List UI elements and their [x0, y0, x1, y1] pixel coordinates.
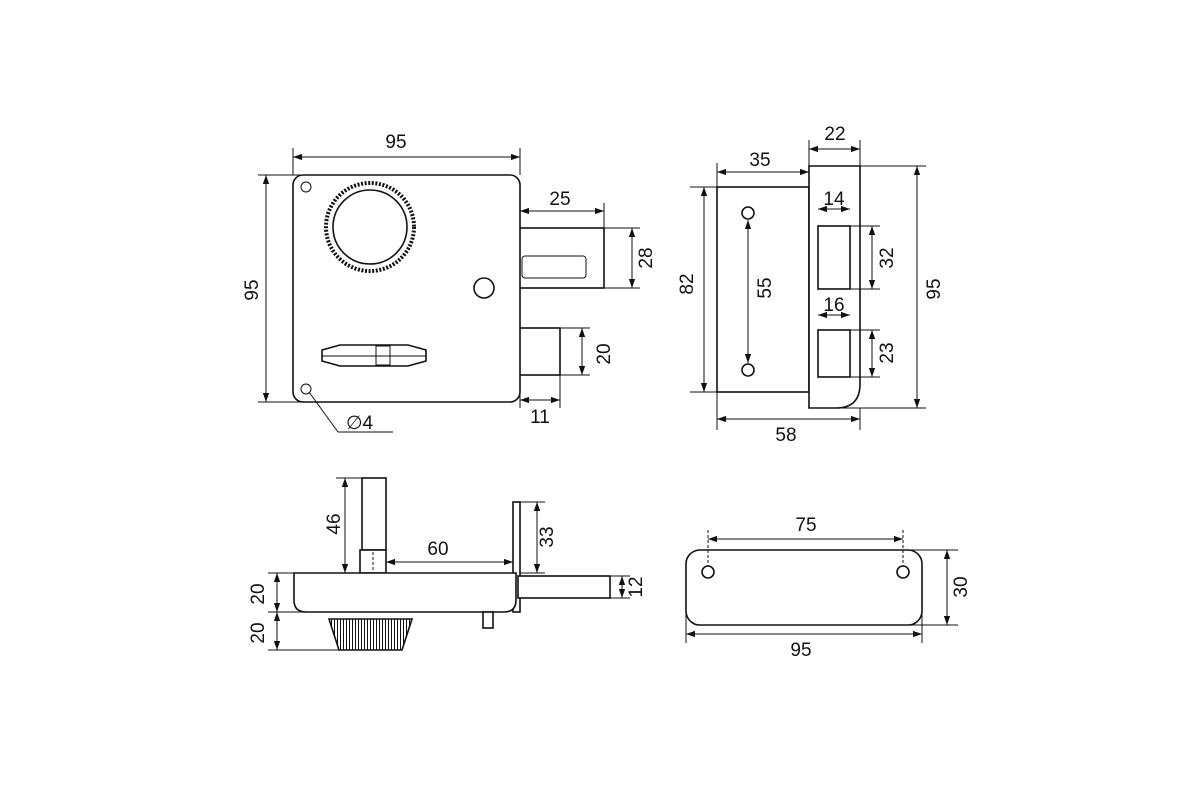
dim-spindle-length: 46	[324, 513, 345, 534]
slot-upper	[817, 225, 851, 290]
dim-strike-hole-spacing: 75	[795, 515, 816, 536]
dim-latch-throw: 11	[530, 407, 550, 428]
dim-front-width: 95	[385, 132, 406, 153]
dim-hole-spacing: 55	[755, 277, 776, 298]
side-hole-top	[741, 206, 755, 220]
latch-bolt	[517, 327, 561, 376]
dim-slot-upper-width: 14	[823, 189, 845, 210]
pin	[482, 611, 494, 629]
dim-spindle-offset: 60	[427, 539, 448, 560]
dim-knob-height: 20	[248, 622, 269, 643]
dim-faceplate-height: 95	[924, 278, 945, 299]
deadbolt	[517, 227, 605, 289]
dim-faceplate-width: 22	[824, 124, 845, 145]
side-view: 35 22 14 32 16 23 55 82 95	[677, 124, 945, 446]
dim-latch-height: 20	[594, 343, 615, 364]
spindle	[361, 477, 387, 551]
side-hole-bottom	[741, 363, 755, 377]
deadbolt-slot	[521, 255, 587, 279]
dim-body-width: 35	[749, 150, 770, 171]
dim-plate-height: 33	[537, 526, 558, 547]
dim-slot-lower-width: 16	[823, 295, 844, 316]
cylinder-rim	[324, 181, 416, 273]
knob	[327, 618, 414, 651]
dim-strike-height: 30	[951, 576, 972, 597]
dim-bolt-height: 28	[636, 247, 657, 268]
dim-total-depth: 58	[775, 425, 796, 446]
cylinder-face	[332, 189, 408, 265]
dim-strike-length: 95	[790, 640, 811, 661]
lock-body-side	[716, 186, 810, 393]
top-view: 46 60 33 12 20 20	[248, 477, 647, 651]
spindle-hole	[473, 277, 495, 299]
bolt-top	[517, 575, 611, 599]
mounting-hole-bottom	[300, 383, 312, 395]
dim-body-thickness: 20	[248, 583, 269, 604]
slot-lower	[817, 329, 851, 378]
dim-slot-upper-height: 32	[877, 247, 898, 268]
mounting-hole-top	[300, 181, 312, 193]
dim-hole-diameter: ∅4	[346, 413, 374, 434]
strike-plate: 75 95 30	[685, 515, 972, 661]
dim-body-height: 82	[677, 273, 698, 294]
dim-bolt-throw: 25	[549, 189, 570, 210]
faceplate-edge	[512, 501, 521, 613]
front-view: 95 95 25 28 20 11 ∅4	[242, 132, 657, 434]
dim-bolt-thickness: 12	[626, 576, 647, 597]
dim-slot-lower-height: 23	[877, 342, 898, 363]
dim-front-height: 95	[242, 279, 263, 300]
thumb-turn-center	[375, 345, 391, 366]
body-top	[293, 572, 517, 613]
strike-plate-body	[685, 549, 923, 626]
lock-body	[292, 174, 521, 403]
